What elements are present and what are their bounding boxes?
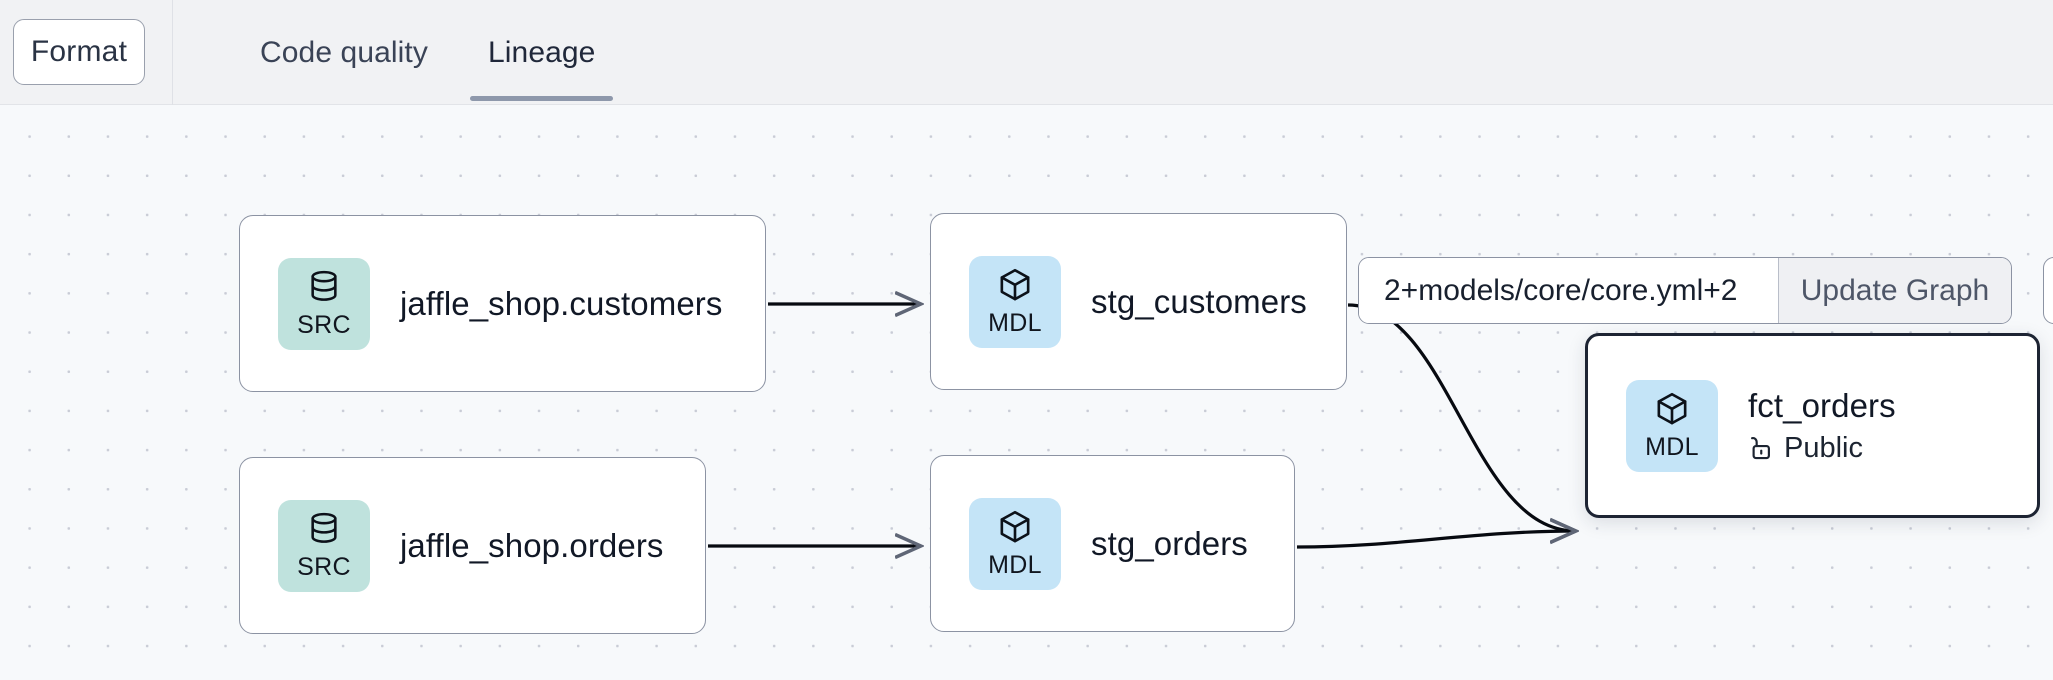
tab-code-quality[interactable]: Code quality bbox=[260, 35, 428, 69]
edge-stgcustomers-to-fctorders bbox=[1347, 303, 1576, 531]
node-access-badge: Public bbox=[1748, 432, 1896, 465]
node-badge-label: MDL bbox=[988, 309, 1042, 337]
node-badge-src: SRC bbox=[278, 257, 370, 350]
toolbar-header: Format Code quality Lineage bbox=[0, 0, 2053, 105]
node-badge-label: MDL bbox=[1645, 433, 1699, 461]
node-access-label: Public bbox=[1784, 431, 1863, 464]
lineage-node-jaffle-shop-customers[interactable]: SRC jaffle_shop.customers bbox=[239, 215, 766, 392]
lineage-node-fct-orders[interactable]: MDL fct_orders Public bbox=[1585, 333, 2040, 518]
tab-lineage[interactable]: Lineage bbox=[458, 0, 625, 105]
lineage-canvas[interactable]: SRC jaffle_shop.customers MDL stg_custom… bbox=[0, 105, 2053, 680]
lineage-selector-control: Update Graph bbox=[1358, 257, 2012, 324]
node-badge-mdl: MDL bbox=[969, 255, 1061, 348]
node-badge-mdl: MDL bbox=[1626, 379, 1718, 472]
node-badge-label: SRC bbox=[297, 553, 351, 581]
database-icon bbox=[307, 511, 341, 551]
edge-stgorders-to-fctorders bbox=[1296, 531, 1576, 549]
format-button[interactable]: Format bbox=[13, 19, 145, 85]
node-badge-mdl: MDL bbox=[969, 497, 1061, 590]
database-icon bbox=[307, 269, 341, 309]
cube-icon bbox=[997, 267, 1033, 307]
node-badge-label: MDL bbox=[988, 551, 1042, 579]
graph-control-panel-primary[interactable] bbox=[2043, 257, 2053, 324]
lineage-node-stg-customers[interactable]: MDL stg_customers bbox=[930, 213, 1347, 390]
node-body: fct_orders Public bbox=[1748, 387, 1896, 465]
node-title: jaffle_shop.customers bbox=[400, 284, 723, 322]
lineage-node-jaffle-shop-orders[interactable]: SRC jaffle_shop.orders bbox=[239, 457, 706, 634]
update-graph-button[interactable]: Update Graph bbox=[1778, 258, 2011, 323]
lineage-node-stg-orders[interactable]: MDL stg_orders bbox=[930, 455, 1295, 632]
node-badge-label: SRC bbox=[297, 311, 351, 339]
node-title: stg_orders bbox=[1091, 524, 1248, 562]
node-body: jaffle_shop.orders bbox=[400, 527, 664, 565]
unlock-icon bbox=[1748, 434, 1774, 462]
cube-icon bbox=[1654, 391, 1690, 431]
node-selector-input[interactable] bbox=[1359, 258, 1778, 323]
node-body: stg_orders bbox=[1091, 525, 1248, 563]
header-divider bbox=[172, 0, 173, 105]
node-badge-src: SRC bbox=[278, 499, 370, 592]
node-body: jaffle_shop.customers bbox=[400, 285, 723, 323]
node-title: stg_customers bbox=[1091, 282, 1307, 320]
node-title: fct_orders bbox=[1748, 386, 1896, 424]
node-title: jaffle_shop.orders bbox=[400, 526, 664, 564]
tab-bar: Code quality Lineage bbox=[230, 0, 625, 105]
cube-icon bbox=[997, 509, 1033, 549]
node-body: stg_customers bbox=[1091, 283, 1307, 321]
